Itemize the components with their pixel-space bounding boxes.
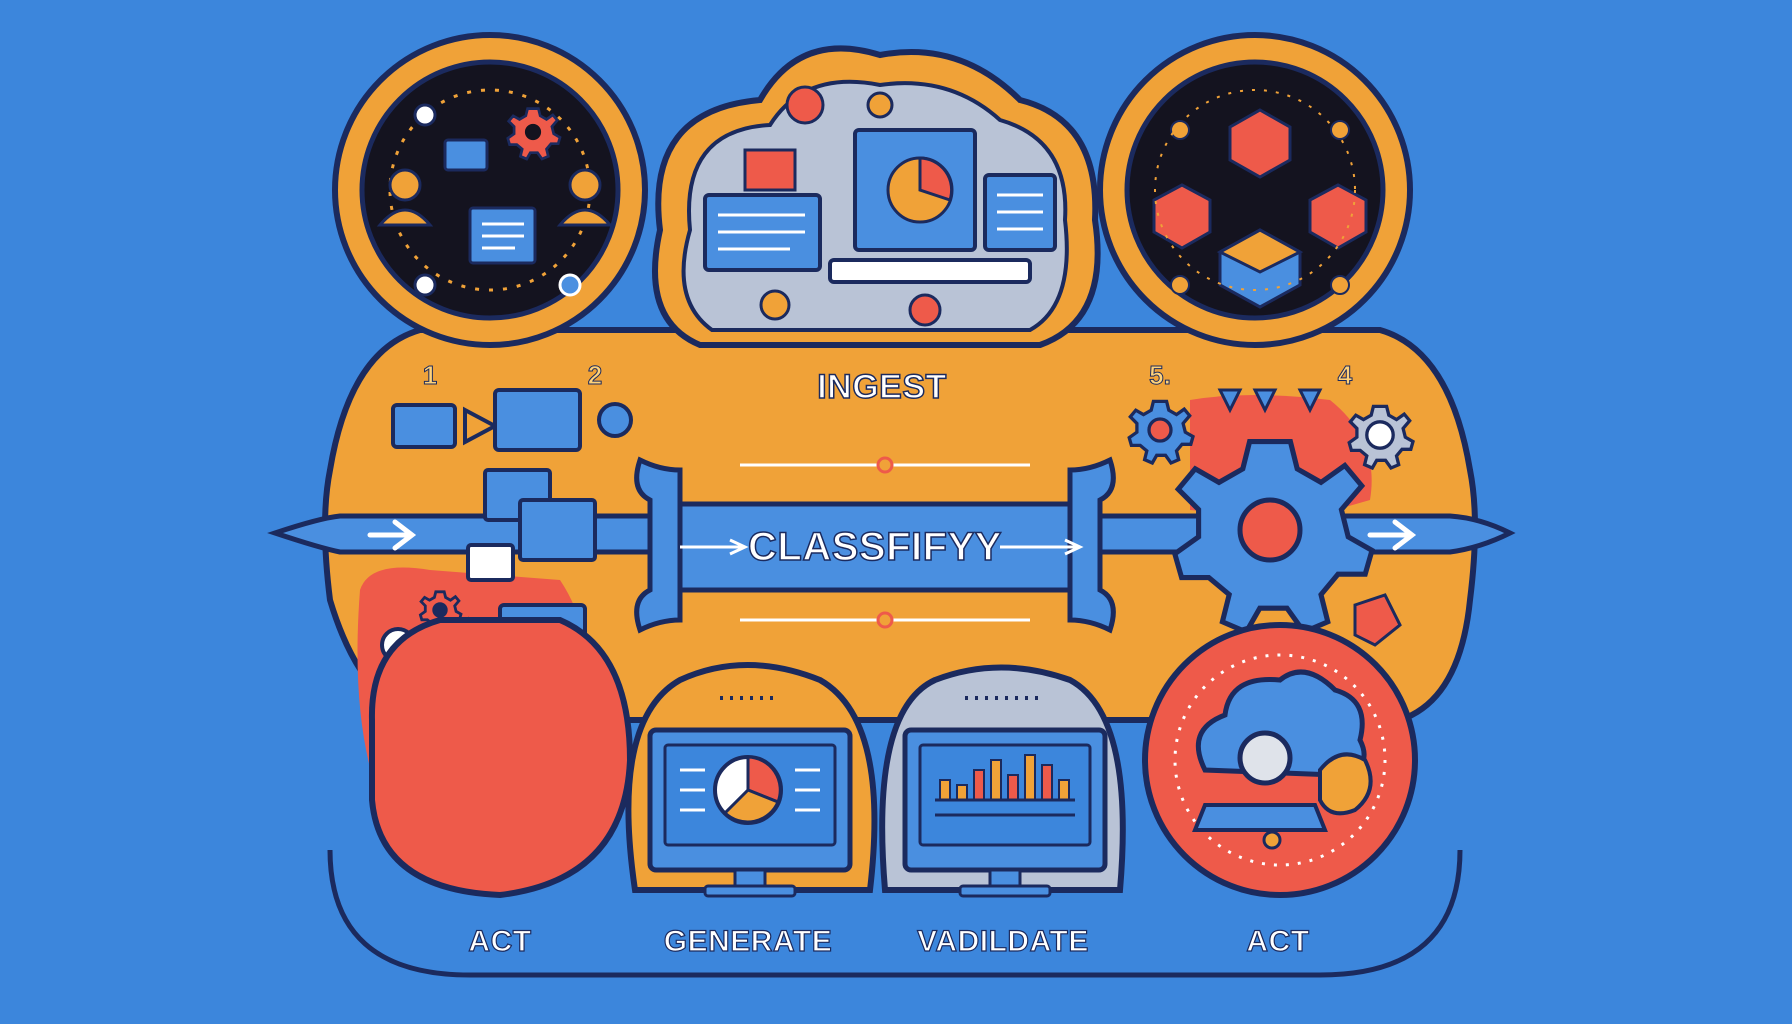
- bottom-bracket: [327, 849, 1463, 978]
- step-number-4: 4: [1337, 360, 1353, 391]
- top-right-circle: [1097, 32, 1413, 348]
- arrow-right-icon: [1000, 538, 1084, 556]
- document-icon: [493, 388, 582, 452]
- person-icon: [376, 168, 614, 227]
- step-number-5: 5.: [1149, 360, 1172, 391]
- top-center-cloud: [652, 45, 1101, 348]
- pie-chart-icon: [713, 755, 783, 825]
- right-gear-cluster: [1127, 388, 1415, 647]
- left-wrench: [634, 456, 683, 634]
- decor-lines: [740, 456, 1030, 629]
- gear-icon: [506, 107, 562, 161]
- bottom-label-validate: VADILDATE: [917, 924, 1089, 958]
- step-number-2: 2: [587, 360, 603, 391]
- diagram-title: CLASSFIFYY: [747, 524, 1002, 570]
- arrow-right-icon: [367, 519, 417, 551]
- bottom-validate-panel: [879, 664, 1126, 898]
- gear-icon: [1127, 399, 1195, 465]
- right-wrench: [1067, 456, 1116, 634]
- gear-icon: [418, 590, 463, 633]
- monitor-icon: [902, 727, 1108, 898]
- top-left-circle: [332, 32, 648, 348]
- arrow-right-icon: [680, 538, 749, 556]
- ingest-label: INGEST: [816, 367, 947, 407]
- arrow-right-icon: [1367, 519, 1417, 551]
- bottom-label-generate: GENERATE: [663, 924, 833, 958]
- bottom-generate-panel: [625, 662, 878, 898]
- left-flow-icons: [391, 388, 633, 582]
- bar-chart-icon: [935, 754, 1075, 817]
- chat-icon: [443, 138, 489, 172]
- bottom-label-act-right: ACT: [1246, 924, 1310, 958]
- bottom-label-act-left: ACT: [468, 924, 532, 958]
- chat-icon: [391, 403, 457, 449]
- step-number-1: 1: [422, 360, 438, 391]
- pie-chart-icon: [886, 156, 954, 224]
- bottom-right-circle: [1142, 622, 1418, 898]
- cube-icon: [1152, 108, 1368, 309]
- gear-icon: [1347, 404, 1415, 470]
- bottom-left-circle: [368, 617, 634, 899]
